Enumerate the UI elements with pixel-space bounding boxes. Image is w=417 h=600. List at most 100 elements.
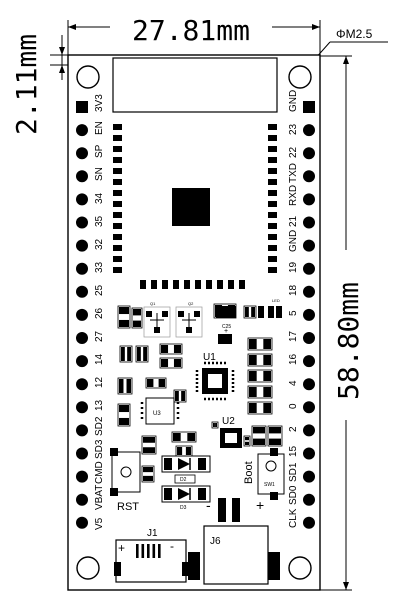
smd-outline	[141, 465, 155, 483]
sw1-label: SW1	[264, 482, 275, 488]
right-pin	[303, 239, 315, 252]
mounting-hole-top-right	[288, 65, 312, 89]
smd-outline	[117, 403, 131, 427]
u3-label: U3	[153, 411, 161, 417]
smd-outline	[131, 307, 143, 329]
smd-pad	[249, 339, 257, 349]
smd-pad	[269, 427, 281, 434]
module-pad-right	[268, 157, 277, 163]
left-pin	[76, 401, 88, 414]
left-pin	[76, 239, 88, 252]
rst-button[interactable]: RST	[110, 448, 141, 513]
smd-pad	[187, 433, 195, 441]
module-pad-left	[113, 124, 122, 130]
smd-pad	[251, 307, 255, 317]
smd-pad	[173, 433, 181, 441]
smd-pad	[161, 345, 169, 353]
smd-component	[247, 401, 273, 415]
smd-outline	[211, 421, 219, 429]
width-label: 27.81mm	[132, 14, 250, 47]
right-pin	[303, 308, 315, 321]
module-pad-right	[268, 201, 277, 207]
smd-component	[247, 337, 273, 351]
right-pin-square	[303, 101, 315, 113]
right-pin-label: 5	[288, 310, 299, 316]
smd-pad	[263, 339, 271, 349]
right-pin-label: 22	[288, 146, 299, 158]
left-pin-label: 3V3	[94, 94, 105, 112]
right-pin	[303, 124, 315, 137]
smd-pad	[249, 355, 257, 365]
left-pin-label: 32	[94, 238, 105, 250]
right-pin	[303, 493, 315, 506]
smd-outline	[243, 435, 251, 447]
usb-pin	[141, 544, 145, 558]
battery-plus: +	[256, 497, 264, 513]
smd-pad	[143, 347, 147, 361]
smd-outline	[213, 303, 237, 319]
boot-button[interactable]: SW1 Boot	[243, 448, 285, 500]
smd-pad	[119, 417, 129, 425]
right-pin-label: 19	[288, 261, 299, 273]
module-pad-right	[268, 212, 277, 218]
diode-d2: D2	[174, 474, 196, 484]
smd-pad	[175, 391, 179, 401]
right-pin	[303, 424, 315, 437]
left-pin-label: SP	[94, 144, 105, 158]
smd-outline	[141, 435, 157, 455]
left-pin	[76, 285, 88, 298]
right-pin-label: 16	[288, 353, 299, 365]
right-pin	[303, 285, 315, 298]
smd-pad	[215, 423, 217, 427]
left-pin	[76, 124, 88, 137]
smd-outline	[171, 431, 197, 443]
left-pin-square	[76, 101, 88, 113]
smd-pad	[263, 371, 271, 381]
u1-label: U1	[203, 352, 216, 363]
right-pin	[303, 193, 315, 206]
right-pin-label: TXD	[288, 163, 299, 183]
module-pad-right	[268, 124, 277, 130]
module-pad-bottom	[184, 280, 190, 289]
smd-pad	[245, 307, 249, 317]
smd-outline	[135, 345, 149, 363]
module-pad-right	[268, 179, 277, 185]
smd-outline	[173, 389, 187, 403]
smd-pad	[119, 379, 124, 393]
module-pad-bottom	[140, 280, 146, 289]
right-pin-label: GND	[288, 230, 299, 252]
smd-outline	[251, 425, 267, 447]
module-pad-bottom	[206, 280, 212, 289]
smd-pad	[143, 447, 155, 453]
smd-pad	[121, 347, 125, 361]
module-pad-bottom	[228, 280, 234, 289]
smd-component	[141, 465, 155, 483]
smd-pad	[263, 355, 271, 365]
mounting-hole-bottom-left	[76, 556, 100, 580]
right-pin	[303, 470, 315, 483]
transistor-q2: Q2	[175, 301, 203, 338]
smd-pad	[161, 359, 169, 367]
margin-dimension: 2.11mm	[10, 34, 78, 135]
smd-pad	[133, 320, 141, 327]
ic-u1: U1	[195, 352, 235, 401]
module-pad-right	[268, 146, 277, 152]
battery-connector: - +	[206, 497, 264, 522]
smd-pad	[126, 379, 131, 393]
smd-pad	[173, 345, 181, 353]
smd-outline	[247, 369, 273, 383]
rst-label: RST	[117, 501, 139, 513]
module-pad-left	[113, 267, 122, 273]
usb-pin	[147, 544, 150, 558]
ic-u3: U3	[140, 397, 180, 425]
left-pin-label: SD2	[94, 416, 105, 436]
right-pin	[303, 516, 315, 529]
right-pin-label: GND	[288, 90, 299, 112]
module-pad-right	[268, 256, 277, 262]
right-pin	[303, 447, 315, 460]
left-pin	[76, 516, 88, 529]
smd-component	[141, 435, 157, 455]
q1-label: Q1	[150, 301, 156, 306]
smd-pad	[253, 427, 265, 434]
